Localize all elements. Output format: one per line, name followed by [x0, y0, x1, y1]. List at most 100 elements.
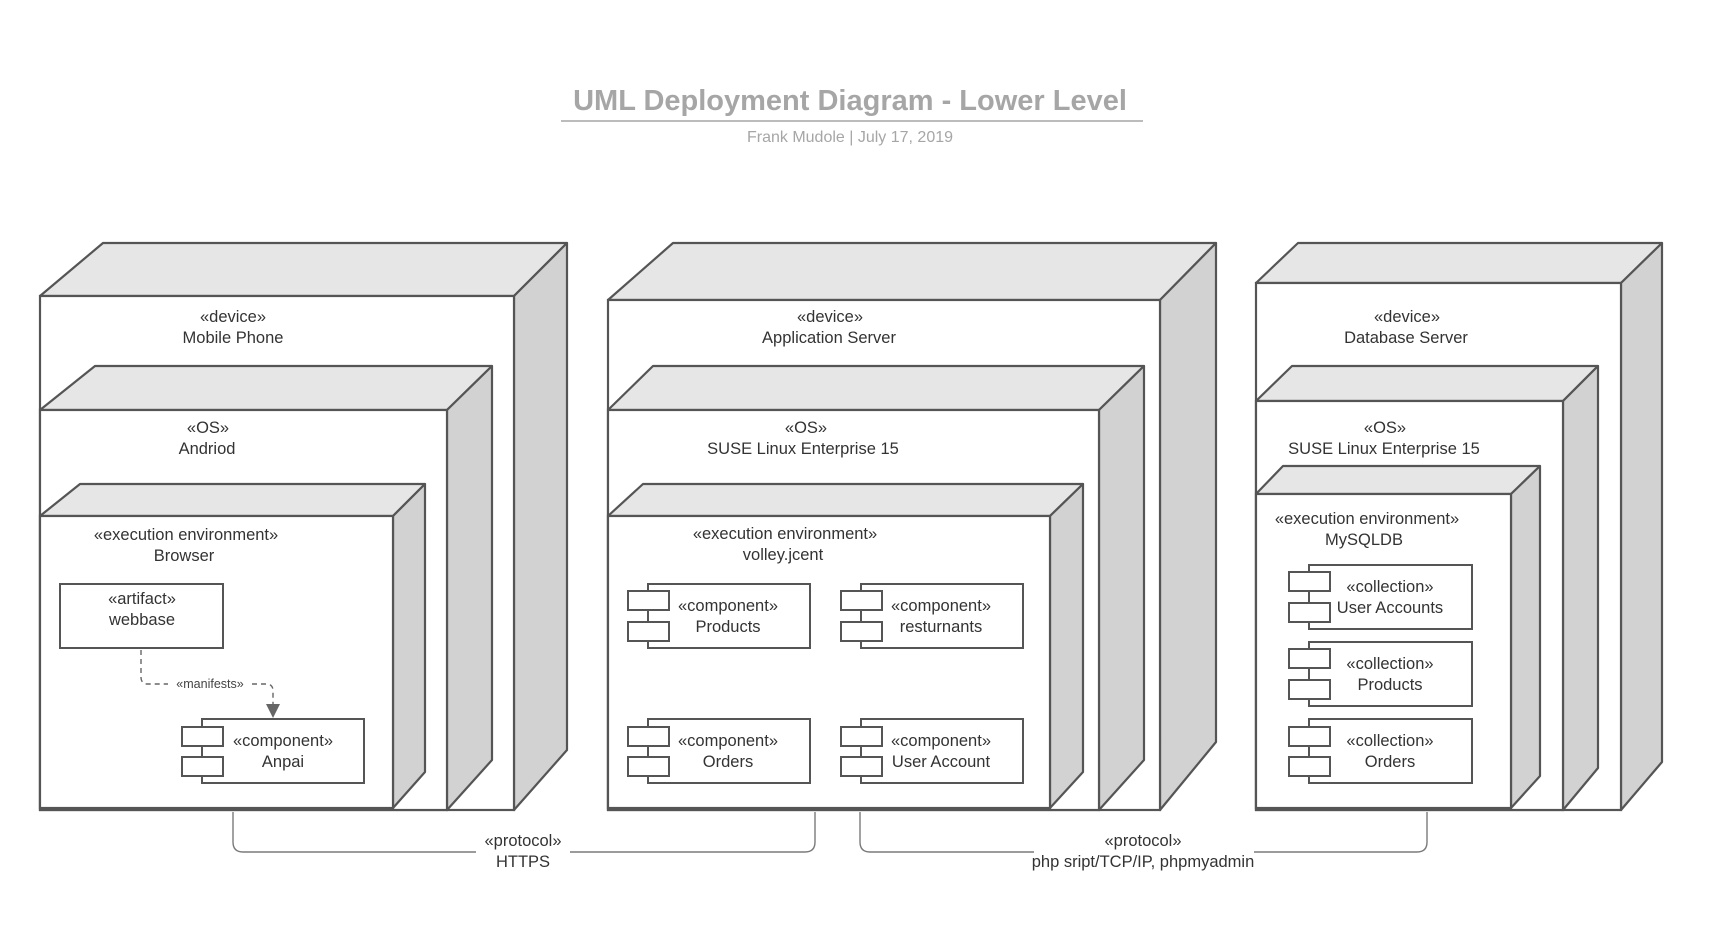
device-name: Application Server	[762, 329, 896, 347]
component-stereotype: «component»	[891, 597, 991, 615]
connection-stereotype: «protocol»	[1104, 832, 1181, 850]
device-name: Database Server	[1344, 329, 1468, 347]
env-side-face	[1048, 482, 1085, 810]
connection-php[interactable]: «protocol» php sript/TCP/IP, phpmyadmin	[859, 812, 1428, 871]
node-side-face	[512, 241, 569, 812]
component-tab-icon	[840, 756, 883, 777]
node-side-face	[1619, 241, 1664, 812]
device-name: Mobile Phone	[183, 329, 284, 347]
env-top-face	[606, 482, 1085, 518]
device-stereotype: «device»	[797, 308, 863, 326]
component-box	[647, 718, 811, 784]
component-tab-icon	[840, 621, 883, 642]
os-top-face	[1254, 364, 1600, 403]
component-box	[647, 583, 811, 649]
component-stereotype: «component»	[678, 597, 778, 615]
connection-line	[1254, 812, 1428, 853]
node-top-face	[38, 241, 569, 298]
connection-line	[859, 812, 1034, 853]
os-top-face	[38, 364, 494, 412]
component-box	[860, 718, 1024, 784]
component-name: Products	[695, 618, 760, 636]
os-stereotype: «OS»	[1364, 419, 1406, 437]
collection-tab-icon	[1288, 648, 1331, 669]
collection-name: User Accounts	[1337, 599, 1443, 617]
connection-line	[232, 812, 476, 853]
env-side-face	[391, 482, 427, 810]
collection-stereotype: «collection»	[1346, 578, 1433, 596]
collection-user-accounts[interactable]: «collection» User Accounts	[1288, 564, 1473, 630]
os-stereotype: «OS»	[187, 419, 229, 437]
collection-tab-icon	[1288, 602, 1331, 623]
component-resturnants[interactable]: «component» resturnants	[840, 583, 1024, 649]
component-tab-icon	[627, 590, 670, 611]
collection-products[interactable]: «collection» Products	[1288, 641, 1473, 707]
collection-box	[1308, 718, 1473, 784]
arrowhead-icon	[266, 704, 280, 718]
collection-tab-icon	[1288, 679, 1331, 700]
component-tab-icon	[840, 590, 883, 611]
collection-stereotype: «collection»	[1346, 732, 1433, 750]
connection-line	[570, 812, 816, 853]
collection-name: Orders	[1365, 753, 1415, 771]
diagram-title: UML Deployment Diagram - Lower Level	[573, 85, 1127, 117]
component-stereotype: «component»	[678, 732, 778, 750]
dependency-line-end	[252, 683, 274, 705]
component-tab-icon	[181, 726, 224, 747]
collection-tab-icon	[1288, 726, 1331, 747]
component-name: Anpai	[262, 753, 304, 771]
env-side-face	[1509, 464, 1542, 810]
collection-orders[interactable]: «collection» Orders	[1288, 718, 1473, 784]
collection-tab-icon	[1288, 756, 1331, 777]
env-stereotype: «execution environment»	[1275, 510, 1459, 528]
collection-box	[1308, 641, 1473, 707]
component-box	[860, 583, 1024, 649]
component-anpai[interactable]: «component» Anpai	[181, 718, 365, 784]
component-tab-icon	[181, 756, 224, 777]
env-name: MySQLDB	[1325, 531, 1403, 549]
component-tab-icon	[627, 726, 670, 747]
component-name: User Account	[892, 753, 991, 771]
artifact-webbase[interactable]: «artifact» webbase	[59, 583, 224, 649]
collection-stereotype: «collection»	[1346, 655, 1433, 673]
component-stereotype: «component»	[891, 732, 991, 750]
os-side-face	[445, 364, 494, 812]
connection-name: HTTPS	[496, 853, 550, 871]
connection-stereotype: «protocol»	[484, 832, 561, 850]
connection-https[interactable]: «protocol» HTTPS	[232, 812, 816, 871]
component-orders[interactable]: «component» Orders	[627, 718, 811, 784]
env-stereotype: «execution environment»	[94, 526, 278, 544]
component-user-account[interactable]: «component» User Account	[840, 718, 1024, 784]
os-name: Andriod	[179, 440, 236, 458]
manifests-label: «manifests»	[176, 677, 243, 691]
component-tab-icon	[840, 726, 883, 747]
node-top-face	[1254, 241, 1664, 285]
component-products[interactable]: «component» Products	[627, 583, 811, 649]
component-tab-icon	[627, 621, 670, 642]
connection-name: php sript/TCP/IP, phpmyadmin	[1032, 853, 1255, 871]
artifact-stereotype: «artifact»	[108, 590, 176, 608]
os-top-face	[606, 364, 1146, 412]
env-top-face	[1254, 464, 1542, 496]
diagram-subtitle: Frank Mudole | July 17, 2019	[747, 129, 953, 146]
collection-box	[1308, 564, 1473, 630]
env-name: volley.jcent	[743, 546, 824, 564]
os-side-face	[1097, 364, 1146, 812]
component-stereotype: «component»	[233, 732, 333, 750]
env-browser[interactable]: «execution environment» Browser	[38, 482, 427, 810]
node-top-face	[606, 241, 1218, 302]
manifests-dependency: «manifests»	[140, 650, 280, 718]
device-stereotype: «device»	[200, 308, 266, 326]
component-box	[201, 718, 365, 784]
os-stereotype: «OS»	[785, 419, 827, 437]
artifact-box	[59, 583, 224, 649]
node-side-face	[1158, 241, 1218, 812]
artifact-name: webbase	[108, 611, 175, 629]
collection-name: Products	[1357, 676, 1422, 694]
collection-tab-icon	[1288, 571, 1331, 592]
env-stereotype: «execution environment»	[693, 525, 877, 543]
component-name: resturnants	[900, 618, 983, 636]
env-top-face	[38, 482, 427, 518]
env-name: Browser	[154, 547, 215, 565]
